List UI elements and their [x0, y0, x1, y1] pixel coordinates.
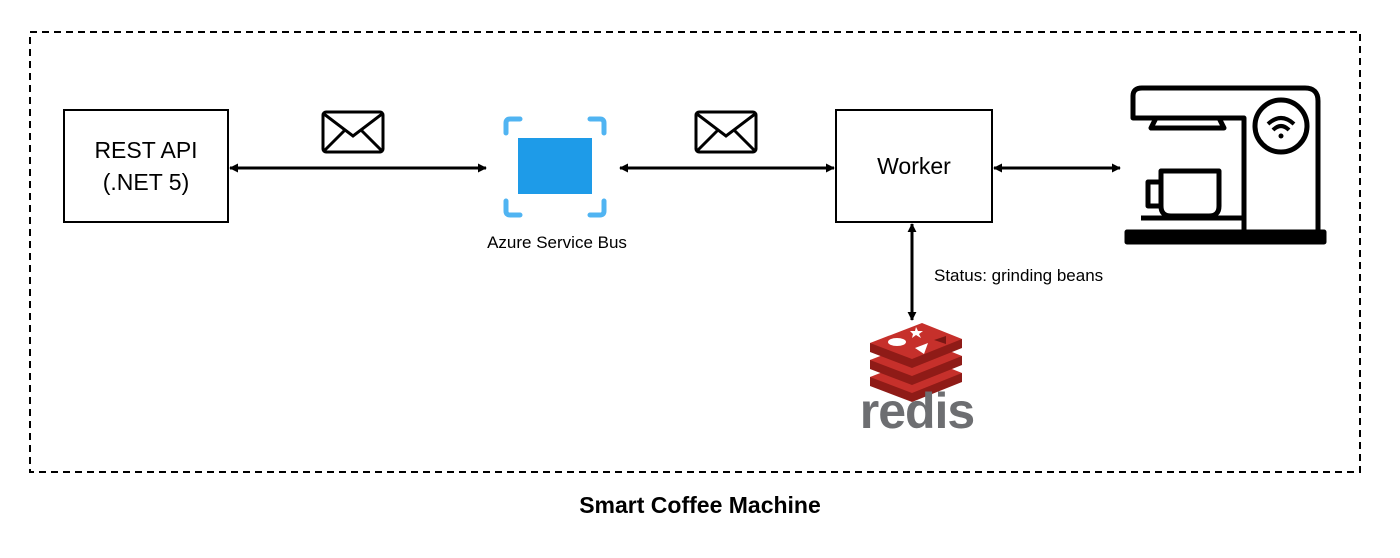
- redis-wordmark: redis: [859, 383, 976, 439]
- system-boundary: [29, 31, 1361, 473]
- worker-title: Worker: [877, 153, 951, 179]
- service-bus-icon: [503, 116, 607, 218]
- rest-api-subtitle: (.NET 5): [102, 169, 190, 195]
- worker-label: Worker: [836, 110, 992, 222]
- diagram-title: Smart Coffee Machine: [579, 492, 821, 518]
- rest-api-box: [63, 109, 229, 223]
- rest-api-label: REST API (.NET 5): [64, 110, 228, 222]
- service-bus-label: Azure Service Bus: [487, 233, 627, 252]
- rest-api-title: REST API: [94, 137, 198, 163]
- status-label: Status: grinding beans: [934, 266, 1104, 285]
- envelope-icon: [694, 110, 758, 154]
- envelope-icon: [321, 110, 385, 154]
- coffee-machine-wifi-icon: [1124, 85, 1327, 245]
- worker-box: [835, 109, 993, 223]
- redis-logo-icon: [870, 323, 962, 402]
